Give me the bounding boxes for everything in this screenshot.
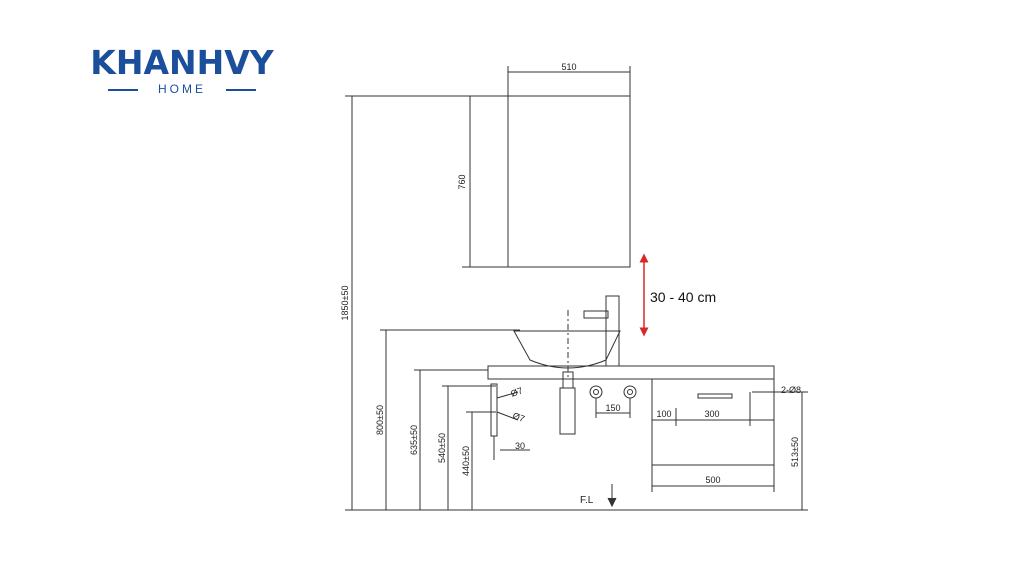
logo-sub-row: HOME	[102, 82, 262, 96]
drawer-handle	[697, 393, 733, 399]
basin-bowl	[513, 330, 621, 369]
dia1-label: Ø7	[509, 385, 524, 399]
logo-sub-text: HOME	[158, 82, 206, 96]
mirror-outline	[507, 95, 631, 268]
faucet-body	[605, 295, 620, 367]
drawer-inner-label: 300	[704, 409, 719, 419]
valve-spacing-label: 150	[605, 403, 620, 413]
drawer-cabinet	[651, 378, 775, 466]
drain2-height-label: 440±50	[461, 446, 471, 476]
clearance-label: 30 - 40 cm	[650, 289, 716, 305]
logo-brand-text: KHANHVY	[90, 43, 274, 82]
valve-left	[589, 385, 603, 399]
counter-height-label: 635±50	[409, 425, 419, 455]
basin-height-label: 800±50	[375, 405, 385, 435]
floor-level-label: F.L	[580, 495, 594, 506]
drain-height-label: 540±50	[437, 433, 447, 463]
valve-right	[623, 385, 637, 399]
pipe-offset-label: 30	[515, 441, 525, 451]
drawer-offset-label: 100	[656, 409, 671, 419]
brand-logo: KHANHVY HOME	[62, 43, 302, 97]
dia2-label: Ø7	[511, 410, 526, 424]
logo-left-line	[108, 89, 138, 91]
drawer-width-label: 500	[705, 475, 720, 485]
countertop	[487, 365, 775, 380]
faucet-spout	[583, 310, 609, 319]
total-height-label: 1850±50	[340, 286, 350, 321]
logo-right-line	[226, 89, 256, 91]
mirror-height-label: 760	[457, 174, 467, 189]
cabinet-height-label: 513±50	[790, 437, 800, 467]
hole-note-label: 2-Ø8	[781, 385, 801, 395]
mirror-width-label: 510	[561, 62, 576, 72]
